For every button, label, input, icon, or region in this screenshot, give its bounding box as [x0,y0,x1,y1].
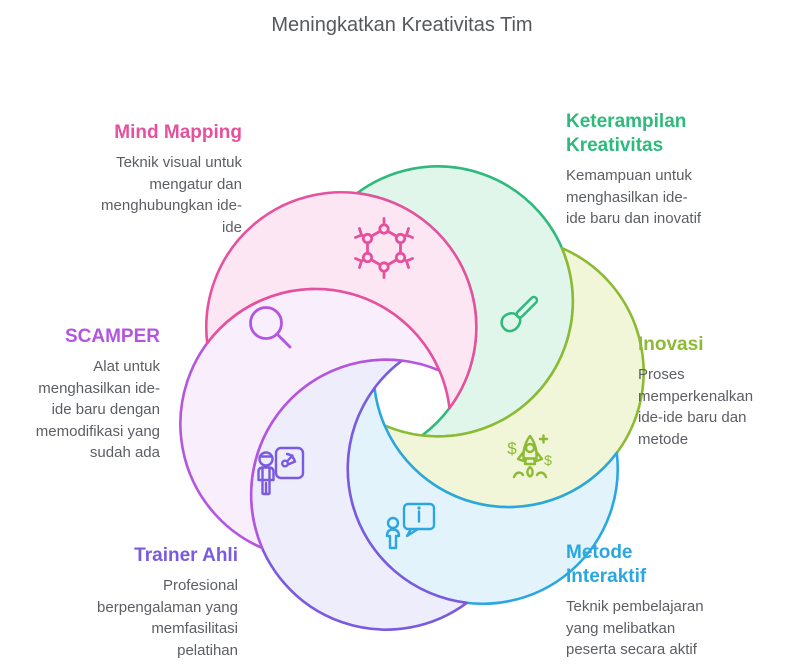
desc-line: sudah ada [89,444,160,461]
desc-line: menghasilkan ide- [38,379,160,397]
desc-line: yang melibatkan [566,619,676,637]
desc-line: Profesional [162,577,238,594]
item-description: Teknik pembelajaran yang melibatkan pese… [566,596,778,661]
item-title: Metode Interaktif [566,541,778,589]
desc-line: Proses [638,366,685,383]
desc-line: menghubungkan ide- [101,197,242,214]
item-title: Keterampilan Kreativitas [566,110,778,158]
svg-text:$: $ [544,452,552,468]
item-title-line: Mind Mapping [114,122,242,143]
desc-line: ide baru dan inovatif [566,210,702,227]
desc-line: ide baru dengan [51,401,160,418]
desc-line: pelatihan [177,641,238,659]
desc-line: memodifikasi yang [35,422,160,440]
desc-line: menghasilkan ide- [566,188,688,206]
desc-line: memperkenalkan [638,387,754,405]
item-title: Trainer Ahli [36,544,238,568]
info-chat-icon [385,502,436,550]
label-block-inovasi: Inovasi Proses memperkenalkan ide-ide ba… [638,333,804,450]
svg-text:$: $ [507,439,517,458]
molecule-icon [354,217,414,279]
item-title-line: Kreativitas [566,135,664,156]
paintbrush-icon [500,295,539,333]
item-title-line: Inovasi [638,334,704,355]
item-title-line: Metode [566,542,633,563]
desc-line: ide-ide baru dan [638,409,747,426]
item-title: Mind Mapping [58,121,242,145]
desc-line: Alat untuk [93,358,160,375]
desc-line: mengatur dan [149,175,242,193]
label-block-metode-interaktif: Metode Interaktif Teknik pembelajaran ya… [566,541,778,661]
item-description: Alat untuk menghasilkan ide- ide baru de… [0,356,160,464]
desc-line: metode [638,430,689,448]
item-title-line: Keterampilan [566,111,687,132]
item-title-line: Trainer Ahli [134,545,238,566]
desc-line: peserta secara aktif [566,641,697,658]
item-description: Teknik visual untuk mengatur dan menghub… [58,152,242,238]
label-block-trainer-ahli: Trainer Ahli Profesional berpengalaman y… [36,544,238,661]
label-block-mind-mapping: Mind Mapping Teknik visual untuk mengatu… [58,121,242,238]
presenter-icon [257,446,305,496]
item-title-line: SCAMPER [64,326,160,347]
item-description: Profesional berpengalaman yang memfasili… [36,575,238,661]
label-block-keterampilan-kreativitas: Keterampilan Kreativitas Kemampuan untuk… [566,110,778,230]
label-block-scamper: SCAMPER Alat untuk menghasilkan ide- ide… [0,325,160,464]
desc-line: berpengalaman yang [97,598,238,616]
magnifier-icon [249,306,292,349]
desc-line: Teknik pembelajaran [566,598,704,615]
rocket-icon: $ $ [507,434,552,479]
item-title: Inovasi [638,333,804,357]
desc-line: memfasilitasi [151,620,238,637]
petal-mind-mapping [205,191,478,410]
page-title: Meningkatkan Kreativitas Tim [271,14,533,36]
desc-line: Teknik visual untuk [116,154,242,171]
item-description: Kemampuan untuk menghasilkan ide- ide ba… [566,165,778,230]
desc-line: ide [221,218,242,236]
item-title-line: Interaktif [566,566,647,587]
desc-line: Kemampuan untuk [566,167,692,184]
item-title: SCAMPER [0,325,160,349]
item-description: Proses memperkenalkan ide-ide baru dan m… [638,364,804,450]
